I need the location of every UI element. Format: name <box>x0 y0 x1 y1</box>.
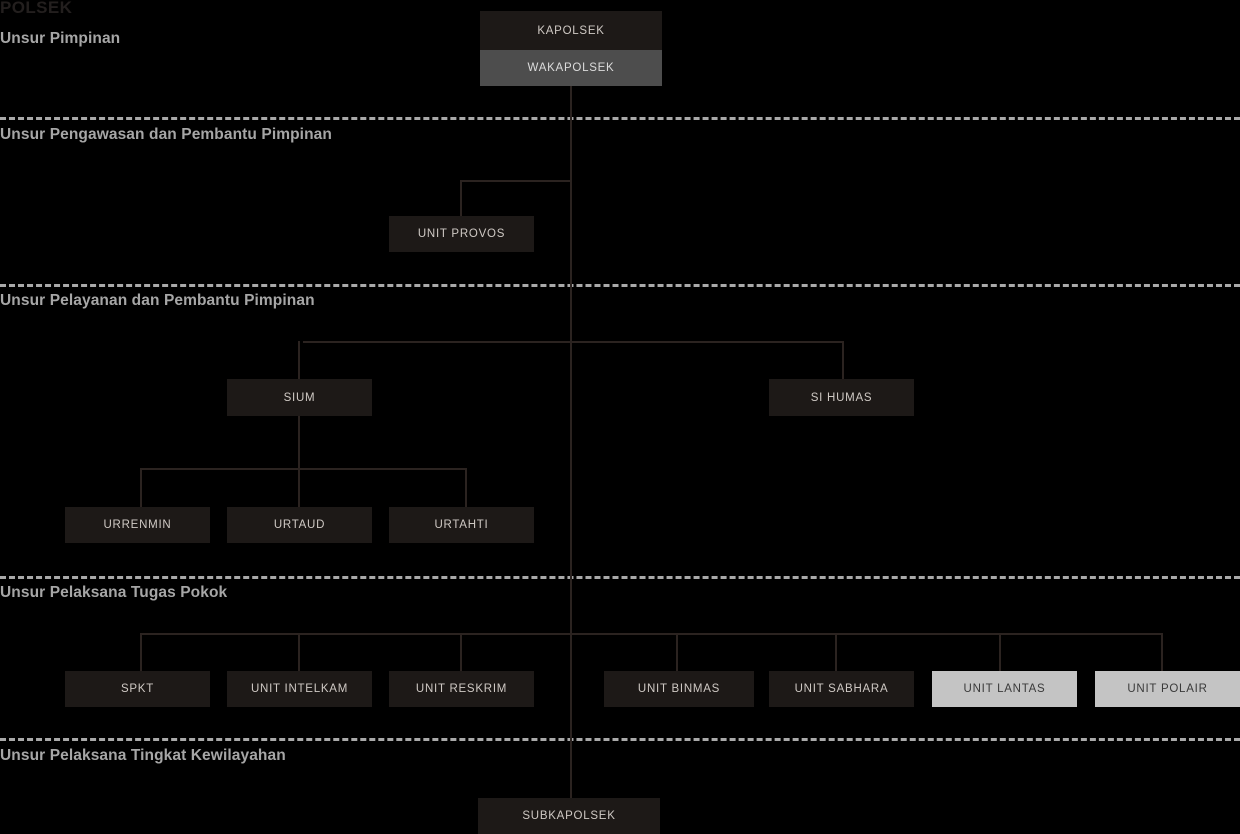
connector-urtahti-drop <box>465 468 467 507</box>
connector-si-humas-drop <box>842 341 844 379</box>
connector-unit-sabhara-drop <box>835 633 837 671</box>
section-label-unsur-kewilayahan: Unsur Pelaksana Tingkat Kewilayahan <box>0 747 286 764</box>
divider-3 <box>0 576 1240 579</box>
connector-unit-reskrim-drop <box>460 633 462 671</box>
connector-sium-drop <box>298 341 300 379</box>
node-si-humas[interactable]: SI HUMAS <box>769 379 914 416</box>
connector-sium-humas-bus <box>303 341 844 343</box>
connector-urrenmin-drop <box>140 468 142 507</box>
node-unit-binmas[interactable]: UNIT BINMAS <box>604 671 754 707</box>
node-unit-polair[interactable]: UNIT POLAIR <box>1095 671 1240 707</box>
section-label-unsur-pimpinan: Unsur Pimpinan <box>0 30 121 47</box>
section-label-unsur-pelayanan: Unsur Pelayanan dan Pembantu Pimpinan <box>0 292 315 309</box>
connector-unit-intelkam-drop <box>298 633 300 671</box>
node-unit-reskrim[interactable]: UNIT RESKRIM <box>389 671 534 707</box>
connector-units-bus <box>140 633 1162 635</box>
connector-sium-down <box>298 416 300 468</box>
section-label-unsur-pelaksana: Unsur Pelaksana Tugas Pokok <box>0 584 228 601</box>
node-sium[interactable]: SIUM <box>227 379 372 416</box>
divider-2 <box>0 284 1240 287</box>
node-wakapolsek[interactable]: WAKAPOLSEK <box>480 50 662 86</box>
node-unit-lantas[interactable]: UNIT LANTAS <box>932 671 1077 707</box>
node-urrenmin[interactable]: URRENMIN <box>65 507 210 543</box>
section-label-unsur-pengawasan: Unsur Pengawasan dan Pembantu Pimpinan <box>0 126 332 143</box>
page-title: POLSEK <box>0 0 73 17</box>
connector-provos-horizontal <box>460 180 571 182</box>
connector-spkt-drop <box>140 633 142 671</box>
connector-main-spine <box>570 86 572 798</box>
node-spkt[interactable]: SPKT <box>65 671 210 707</box>
node-unit-provos[interactable]: UNIT PROVOS <box>389 216 534 252</box>
node-urtaud[interactable]: URTAUD <box>227 507 372 543</box>
node-subkapolsek[interactable]: SUBKAPOLSEK <box>478 798 660 834</box>
connector-unit-polair-drop <box>1161 633 1163 671</box>
node-unit-sabhara[interactable]: UNIT SABHARA <box>769 671 914 707</box>
node-urtahti[interactable]: URTAHTI <box>389 507 534 543</box>
divider-1 <box>0 117 1240 120</box>
node-kapolsek[interactable]: KAPOLSEK <box>480 11 662 50</box>
node-unit-intelkam[interactable]: UNIT INTELKAM <box>227 671 372 707</box>
connector-provos-vertical <box>460 180 462 216</box>
connector-unit-binmas-drop <box>676 633 678 671</box>
connector-urtaud-drop <box>298 468 300 507</box>
divider-4 <box>0 738 1240 741</box>
connector-unit-lantas-drop <box>999 633 1001 671</box>
connector-ur-bus <box>140 468 467 470</box>
